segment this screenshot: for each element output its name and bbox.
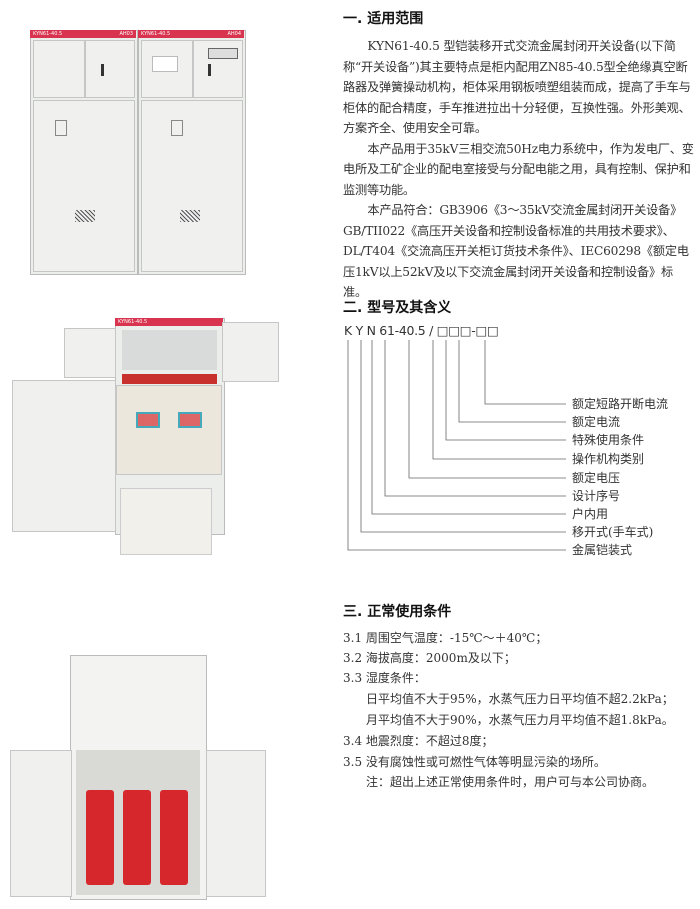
model-label: 操作机构类别: [572, 452, 645, 466]
paragraph: 本产品符合：GB3906《3～35kV交流金属封闭开关设备》GB/TII022《…: [343, 203, 689, 299]
cabinet-number: AH04: [227, 31, 241, 37]
condition-item: 月平均值不大于90%，水蒸气压力月平均值不超1.8kPa。: [366, 713, 674, 727]
model-label: 额定短路开断电流: [572, 397, 669, 411]
switchgear-pair-photo: KYN61-40.5 AH03 KYN61-40.5 AH04: [30, 30, 246, 275]
paragraph: KYN61-40.5 型铠装移开式交流金属封闭开关设备(以下简称“开关设备”)其…: [343, 39, 691, 135]
model-label: 额定电压: [572, 471, 621, 485]
cabinet-number: AH03: [119, 31, 133, 37]
model-label: 金属铠装式: [572, 543, 633, 557]
model-label: 户内用: [572, 507, 609, 521]
model-label: 特殊使用条件: [572, 433, 645, 447]
transformer-cabinet-photo: [10, 655, 270, 900]
condition-item: 3.2 海拔高度：2000m及以下；: [343, 651, 516, 665]
cabinet-label: KYN61-40.5: [33, 31, 63, 37]
condition-item: 3.1 周围空气温度：-15℃～＋40℃；: [343, 631, 548, 645]
scope-text: KYN61-40.5 型铠装移开式交流金属封闭开关设备(以下简称“开关设备”)其…: [343, 36, 695, 303]
section-title-model: 二. 型号及其含义: [343, 300, 452, 316]
model-label: 设计序号: [572, 489, 621, 503]
condition-item: 3.4 地震烈度：不超过8度；: [343, 734, 494, 748]
condition-note: 注：超出上述正常使用条件时，用户可与本公司协商。: [366, 775, 655, 789]
model-label: 移开式(手车式): [572, 525, 654, 539]
cabinet-label: KYN61-40.5: [141, 31, 171, 37]
model-label: 额定电流: [572, 415, 621, 429]
section-title-conditions: 三. 正常使用条件: [343, 604, 452, 620]
section-title-scope: 一. 适用范围: [343, 11, 424, 27]
paragraph: 本产品用于35kV三相交流50Hz电力系统中，作为发电厂、变电所及工矿企业的配电…: [343, 141, 694, 197]
model-code: K Y N 61-40.5 / □□□-□□: [344, 323, 499, 338]
condition-item: 日平均值不大于95%，水蒸气压力日平均值不超2.2kPa；: [366, 692, 674, 706]
condition-item: 3.3 湿度条件：: [343, 671, 426, 685]
cabinet-label: KYN61-40.5: [115, 318, 223, 326]
open-cabinet-photo: KYN61-40.5: [12, 318, 279, 558]
condition-item: 3.5 没有腐蚀性或可燃性气体等明显污染的场所。: [343, 755, 606, 769]
